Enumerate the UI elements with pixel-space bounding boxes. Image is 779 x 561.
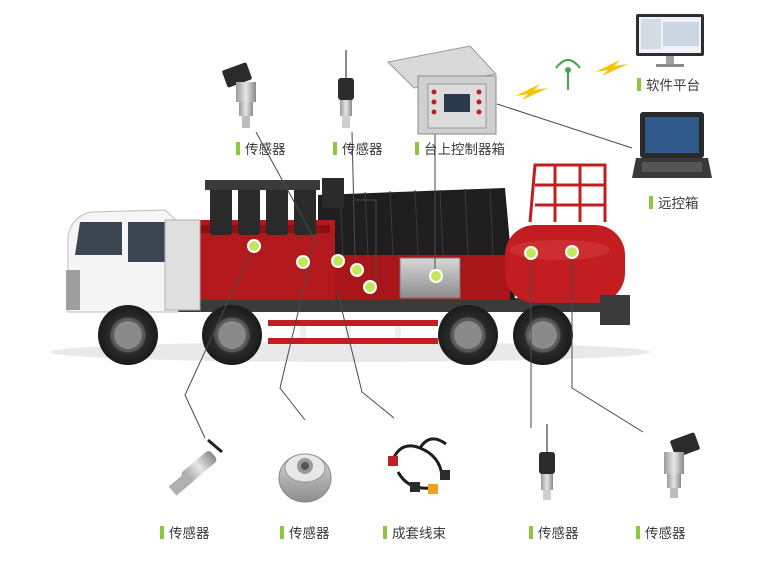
- temperature-probe-icon: [338, 50, 354, 128]
- label-software-platform: 软件平台: [637, 74, 700, 94]
- wireless-antenna-icon: [555, 59, 581, 90]
- lightning-signal-icon: [515, 60, 628, 100]
- label-sensor-top-2: 传感器: [333, 138, 383, 158]
- label-text: 远控箱: [658, 196, 699, 212]
- label-text: 传感器: [645, 526, 686, 542]
- fracturing-truck: [50, 163, 650, 365]
- accent-bar: [415, 141, 419, 155]
- hotspot-tank-1: [524, 246, 538, 260]
- label-sensor-top-1: 传感器: [236, 138, 286, 158]
- hotspot-engine-2: [296, 255, 310, 269]
- hotspot-tank-2: [565, 245, 579, 259]
- wiring-harness-icon: [388, 437, 450, 494]
- hotspot-engine-1: [247, 239, 261, 253]
- pressure-sensor-icon: [664, 432, 700, 498]
- pressure-sensor-icon: [222, 62, 256, 128]
- accent-bar: [649, 195, 653, 209]
- flange-sensor-icon: [278, 453, 332, 503]
- label-text: 传感器: [538, 526, 579, 542]
- connector-lines: [184, 103, 644, 439]
- accent-bar: [236, 141, 240, 155]
- accent-bar: [636, 525, 640, 539]
- temperature-probe-icon: [539, 424, 555, 500]
- label-harness: 成套线束: [383, 522, 446, 542]
- label-sensor-bottom-2: 传感器: [280, 522, 330, 542]
- hotspot-engine-3: [331, 254, 345, 268]
- label-control-box: 台上控制器箱: [415, 138, 505, 158]
- label-remote-box: 远控箱: [649, 192, 699, 212]
- sensor-hotspots: [247, 239, 579, 294]
- accent-bar: [333, 141, 337, 155]
- accent-bar: [637, 77, 641, 91]
- accent-bar: [529, 525, 533, 539]
- label-text: 软件平台: [646, 78, 700, 94]
- label-sensor-bottom-4: 传感器: [636, 522, 686, 542]
- label-sensor-bottom-1: 传感器: [160, 522, 210, 542]
- monitor-icon: [636, 14, 704, 67]
- rugged-laptop-icon: [632, 112, 712, 178]
- hotspot-engine-4: [350, 263, 364, 277]
- label-text: 传感器: [289, 526, 330, 542]
- label-text: 传感器: [342, 142, 383, 158]
- accent-bar: [160, 525, 164, 539]
- hotspot-control: [429, 269, 443, 283]
- control-box-icon: [386, 45, 497, 135]
- hotspot-engine-5: [363, 280, 377, 294]
- label-sensor-bottom-3: 传感器: [529, 522, 579, 542]
- label-text: 传感器: [245, 142, 286, 158]
- accent-bar: [280, 525, 284, 539]
- label-text: 台上控制器箱: [424, 142, 505, 158]
- label-text: 成套线束: [392, 526, 446, 542]
- speed-sensor-icon: [168, 438, 223, 496]
- label-text: 传感器: [169, 526, 210, 542]
- accent-bar: [383, 525, 387, 539]
